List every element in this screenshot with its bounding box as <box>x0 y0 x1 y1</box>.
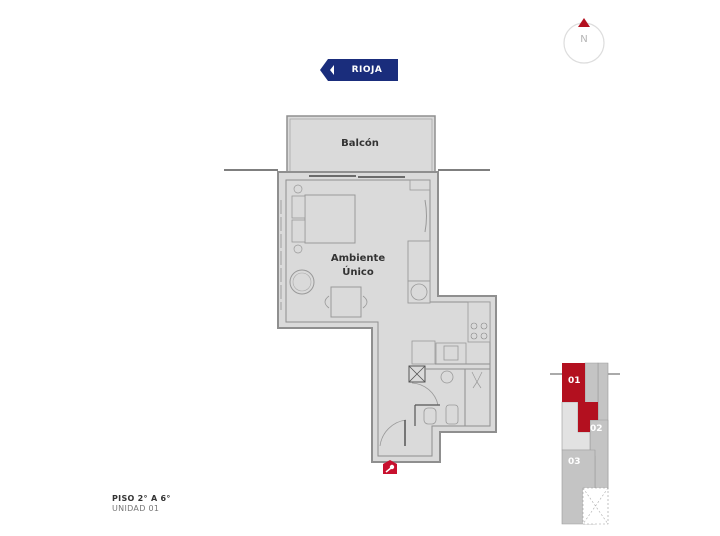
floor-info: PISO 2° A 6° UNIDAD 01 <box>112 494 171 513</box>
key-plan-drawing <box>550 362 620 525</box>
compass: N <box>561 16 607 66</box>
key-plan-unit-02: 02 <box>590 424 603 434</box>
room-label-line2: Único <box>342 267 374 278</box>
room-label-line1: Ambiente <box>330 253 386 264</box>
street-name: RIOJA <box>351 65 383 75</box>
compass-north-label: N <box>580 34 588 45</box>
key-plan: 01 02 03 <box>540 360 630 532</box>
north-arrow-icon <box>563 18 605 64</box>
key-plan-unit-03: 03 <box>568 457 581 467</box>
key-plan-unit-01: 01 <box>568 376 581 386</box>
street-sign: RIOJA <box>320 59 398 81</box>
room-label-ambiente-unico: Ambiente Único <box>318 252 398 280</box>
unit-label: UNIDAD 01 <box>112 504 160 513</box>
floor-title: PISO 2° A 6° <box>112 494 171 503</box>
key-entrance-icon <box>383 460 397 474</box>
room-label-balcon: Balcón <box>341 138 379 149</box>
street-arrow-icon <box>320 59 398 81</box>
